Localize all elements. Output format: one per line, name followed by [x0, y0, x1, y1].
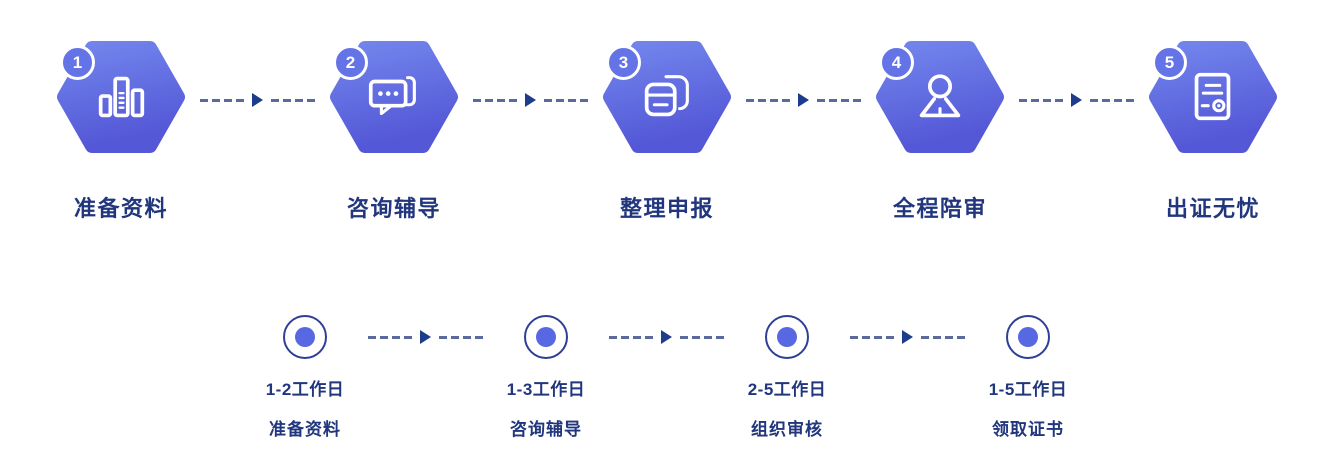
arrow-right-icon — [420, 330, 431, 344]
arrow-right-icon — [525, 93, 536, 107]
flow-step-1: 1 准备资料 — [31, 36, 211, 223]
step-label: 整理申报 — [619, 196, 714, 221]
milestone-dot-core — [1018, 327, 1038, 347]
dashed-line — [544, 98, 588, 102]
timeline-milestone-1: 1-2工作日 准备资料 — [225, 315, 385, 440]
documents-icon — [644, 75, 689, 117]
arrow-right-icon — [902, 330, 913, 344]
dashed-line — [200, 98, 244, 102]
hexagon-shape — [1149, 41, 1277, 153]
milestone-dot — [1006, 315, 1050, 359]
dashed-line — [439, 335, 483, 339]
milestone-duration: 1-5工作日 — [988, 380, 1068, 399]
flow-step-2: 2 咨询辅导 — [304, 36, 484, 223]
step-label: 全程陪审 — [892, 196, 987, 221]
flow-step-4: 4 全程陪审 — [850, 36, 1030, 223]
arrow-right-icon — [252, 93, 263, 107]
milestone-label: 咨询辅导 — [510, 420, 582, 439]
dashed-line — [1019, 98, 1063, 102]
milestone-dot — [524, 315, 568, 359]
hexagon-tile: 2 — [329, 36, 459, 158]
dashed-line — [609, 335, 653, 339]
step-number-badge: 5 — [1152, 45, 1187, 80]
arrow-right-icon — [1071, 93, 1082, 107]
milestone-label: 准备资料 — [269, 420, 341, 439]
milestone-duration: 1-2工作日 — [265, 380, 345, 399]
step-label: 准备资料 — [73, 196, 168, 221]
step-number-badge: 2 — [333, 45, 368, 80]
dashed-line — [921, 335, 965, 339]
step-number: 4 — [891, 52, 902, 72]
arrow-right-icon — [798, 93, 809, 107]
timeline-connector — [368, 328, 483, 346]
dashed-line — [271, 98, 315, 102]
certificate-icon — [1194, 72, 1231, 121]
step-number-badge: 4 — [879, 45, 914, 80]
dashed-line — [1090, 98, 1134, 102]
hexagon-shape — [330, 41, 458, 153]
milestone-dot — [765, 315, 809, 359]
milestone-duration: 2-5工作日 — [747, 380, 827, 399]
dashed-line — [680, 335, 724, 339]
step-number: 3 — [618, 52, 629, 72]
milestone-dot — [283, 315, 327, 359]
arrow-right-icon — [661, 330, 672, 344]
timeline-milestone-4: 1-5工作日 领取证书 — [948, 315, 1108, 440]
milestone-label: 领取证书 — [992, 420, 1064, 439]
hexagon-tile: 1 — [56, 36, 186, 158]
step-label: 出证无忧 — [1165, 196, 1260, 221]
flow-step-3: 3 整理申报 — [577, 36, 757, 223]
hexagon-shape — [603, 41, 731, 153]
flow-connector — [200, 91, 315, 109]
step-label: 咨询辅导 — [346, 196, 441, 221]
step-number-badge: 1 — [60, 45, 95, 80]
timeline-connector — [609, 328, 724, 346]
milestone-dot-core — [536, 327, 556, 347]
dashed-line — [473, 98, 517, 102]
bar-chart-icon — [98, 76, 145, 118]
hexagon-tile: 3 — [602, 36, 732, 158]
person-icon — [919, 74, 961, 118]
step-number: 5 — [1164, 52, 1175, 72]
flow-connector — [746, 91, 861, 109]
dashed-line — [817, 98, 861, 102]
timeline-milestone-3: 2-5工作日 组织审核 — [707, 315, 867, 440]
dashed-line — [746, 98, 790, 102]
hexagon-tile: 5 — [1148, 36, 1278, 158]
flow-step-5: 5 出证无忧 — [1123, 36, 1303, 223]
flow-connector — [473, 91, 588, 109]
milestone-label: 组织审核 — [751, 420, 823, 439]
flow-connector — [1019, 91, 1134, 109]
chat-bubbles-icon — [368, 76, 416, 116]
timeline-milestone-2: 1-3工作日 咨询辅导 — [466, 315, 626, 440]
step-number-badge: 3 — [606, 45, 641, 80]
milestone-dot-core — [295, 327, 315, 347]
dashed-line — [368, 335, 412, 339]
dashed-line — [850, 335, 894, 339]
step-number: 1 — [72, 52, 83, 72]
step-number: 2 — [345, 52, 356, 72]
milestone-dot-core — [777, 327, 797, 347]
milestone-duration: 1-3工作日 — [506, 380, 586, 399]
hexagon-tile: 4 — [875, 36, 1005, 158]
timeline-connector — [850, 328, 965, 346]
